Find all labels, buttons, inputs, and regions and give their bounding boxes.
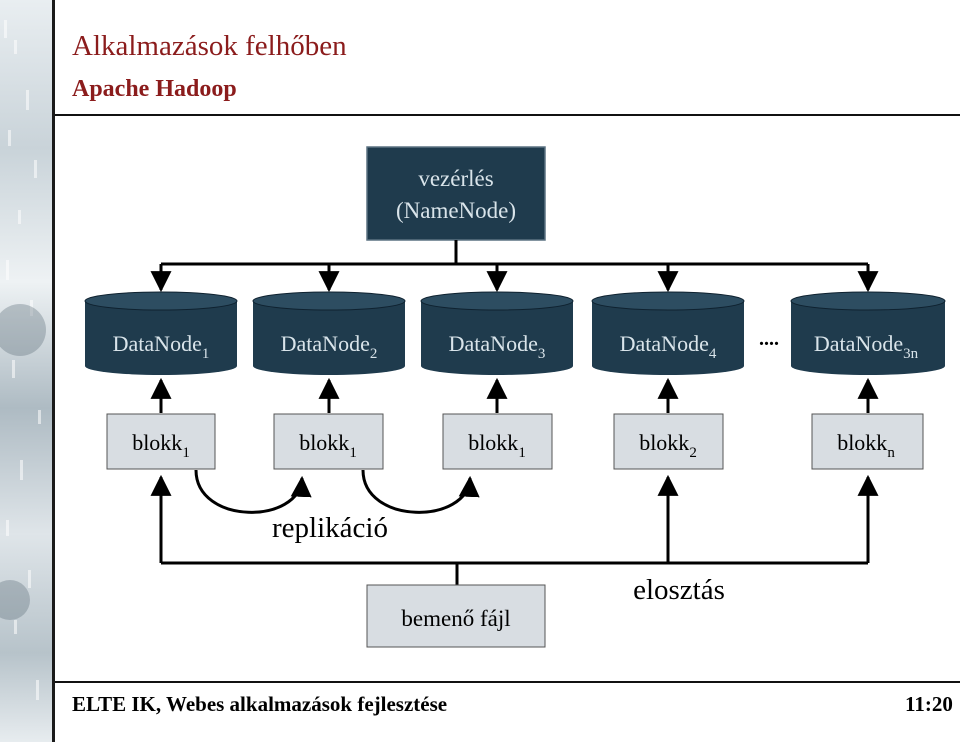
datanode-4: DataNode4 [591,291,745,375]
svg-text:blokk1: blokk1 [468,430,526,461]
datanode-label: DataNode [620,331,709,356]
block-label: blokk [639,430,689,455]
datanode-index: 3 [538,346,546,362]
namenode-line2: (NameNode) [396,198,516,223]
block-index: 1 [518,445,526,461]
decorative-pattern [0,20,46,700]
datanode-index: 3n [903,346,919,362]
svg-text:blokk1: blokk1 [299,430,357,461]
block-label: blokk [468,430,518,455]
svg-text:DataNode3: DataNode3 [449,331,546,362]
block-n: blokkn [811,413,924,470]
block-3: blokk1 [442,413,553,470]
svg-text:DataNode1: DataNode1 [113,331,210,362]
datanode-label: DataNode [449,331,538,356]
namenode-box: vezérlés (NameNode) [366,146,546,241]
slide-subtitle: Apache Hadoop [72,76,237,102]
block-index: 2 [689,445,697,461]
datanode-label: DataNode [814,331,903,356]
block-label: blokk [837,430,887,455]
datanode-3: DataNode3 [420,291,574,375]
side-divider [52,0,55,742]
block-1: blokk1 [106,413,216,470]
block-label: blokk [132,430,182,455]
block-label: blokk [299,430,349,455]
page-number: 11:20 [905,692,953,716]
svg-text:blokkn: blokkn [837,430,895,461]
block-4: blokk2 [613,413,724,470]
block-index: 1 [182,445,190,461]
footer-rule [55,681,960,683]
datanode-index: 2 [370,346,378,362]
input-file-label: bemenő fájl [401,606,510,631]
datanode-ellipsis: .... [759,328,779,350]
svg-text:DataNode4: DataNode4 [620,331,717,362]
datanode-1: DataNode1 [84,291,238,375]
replication-arrows [194,469,480,514]
block-to-node-arrows [150,377,879,413]
datanode-label: DataNode [113,331,202,356]
datanode-2: DataNode2 [252,291,406,375]
header-rule [55,114,960,116]
svg-text:blokk2: blokk2 [639,430,697,461]
svg-text:DataNode2: DataNode2 [281,331,378,362]
namenode-line1: vezérlés [418,166,493,191]
svg-text:DataNode3n: DataNode3n [814,331,919,362]
block-index: n [887,445,895,461]
footer-course: ELTE IK, Webes alkalmazások fejlesztése [72,692,448,716]
datanode-label: DataNode [281,331,370,356]
control-bus [150,240,879,293]
distribution-bus [150,474,879,585]
svg-text:blokk1: blokk1 [132,430,190,461]
datanode-index: 1 [202,346,210,362]
replication-label: replikáció [272,512,388,544]
datanode-index: 4 [709,346,717,362]
block-index: 1 [349,445,357,461]
block-2: blokk1 [273,413,384,470]
distribution-label: elosztás [633,574,725,606]
slide-title: Alkalmazások felhőben [72,30,347,62]
datanode-3n: DataNode3n [790,291,946,375]
decorative-side-strip [0,0,52,742]
input-file-box: bemenő fájl [366,584,546,648]
